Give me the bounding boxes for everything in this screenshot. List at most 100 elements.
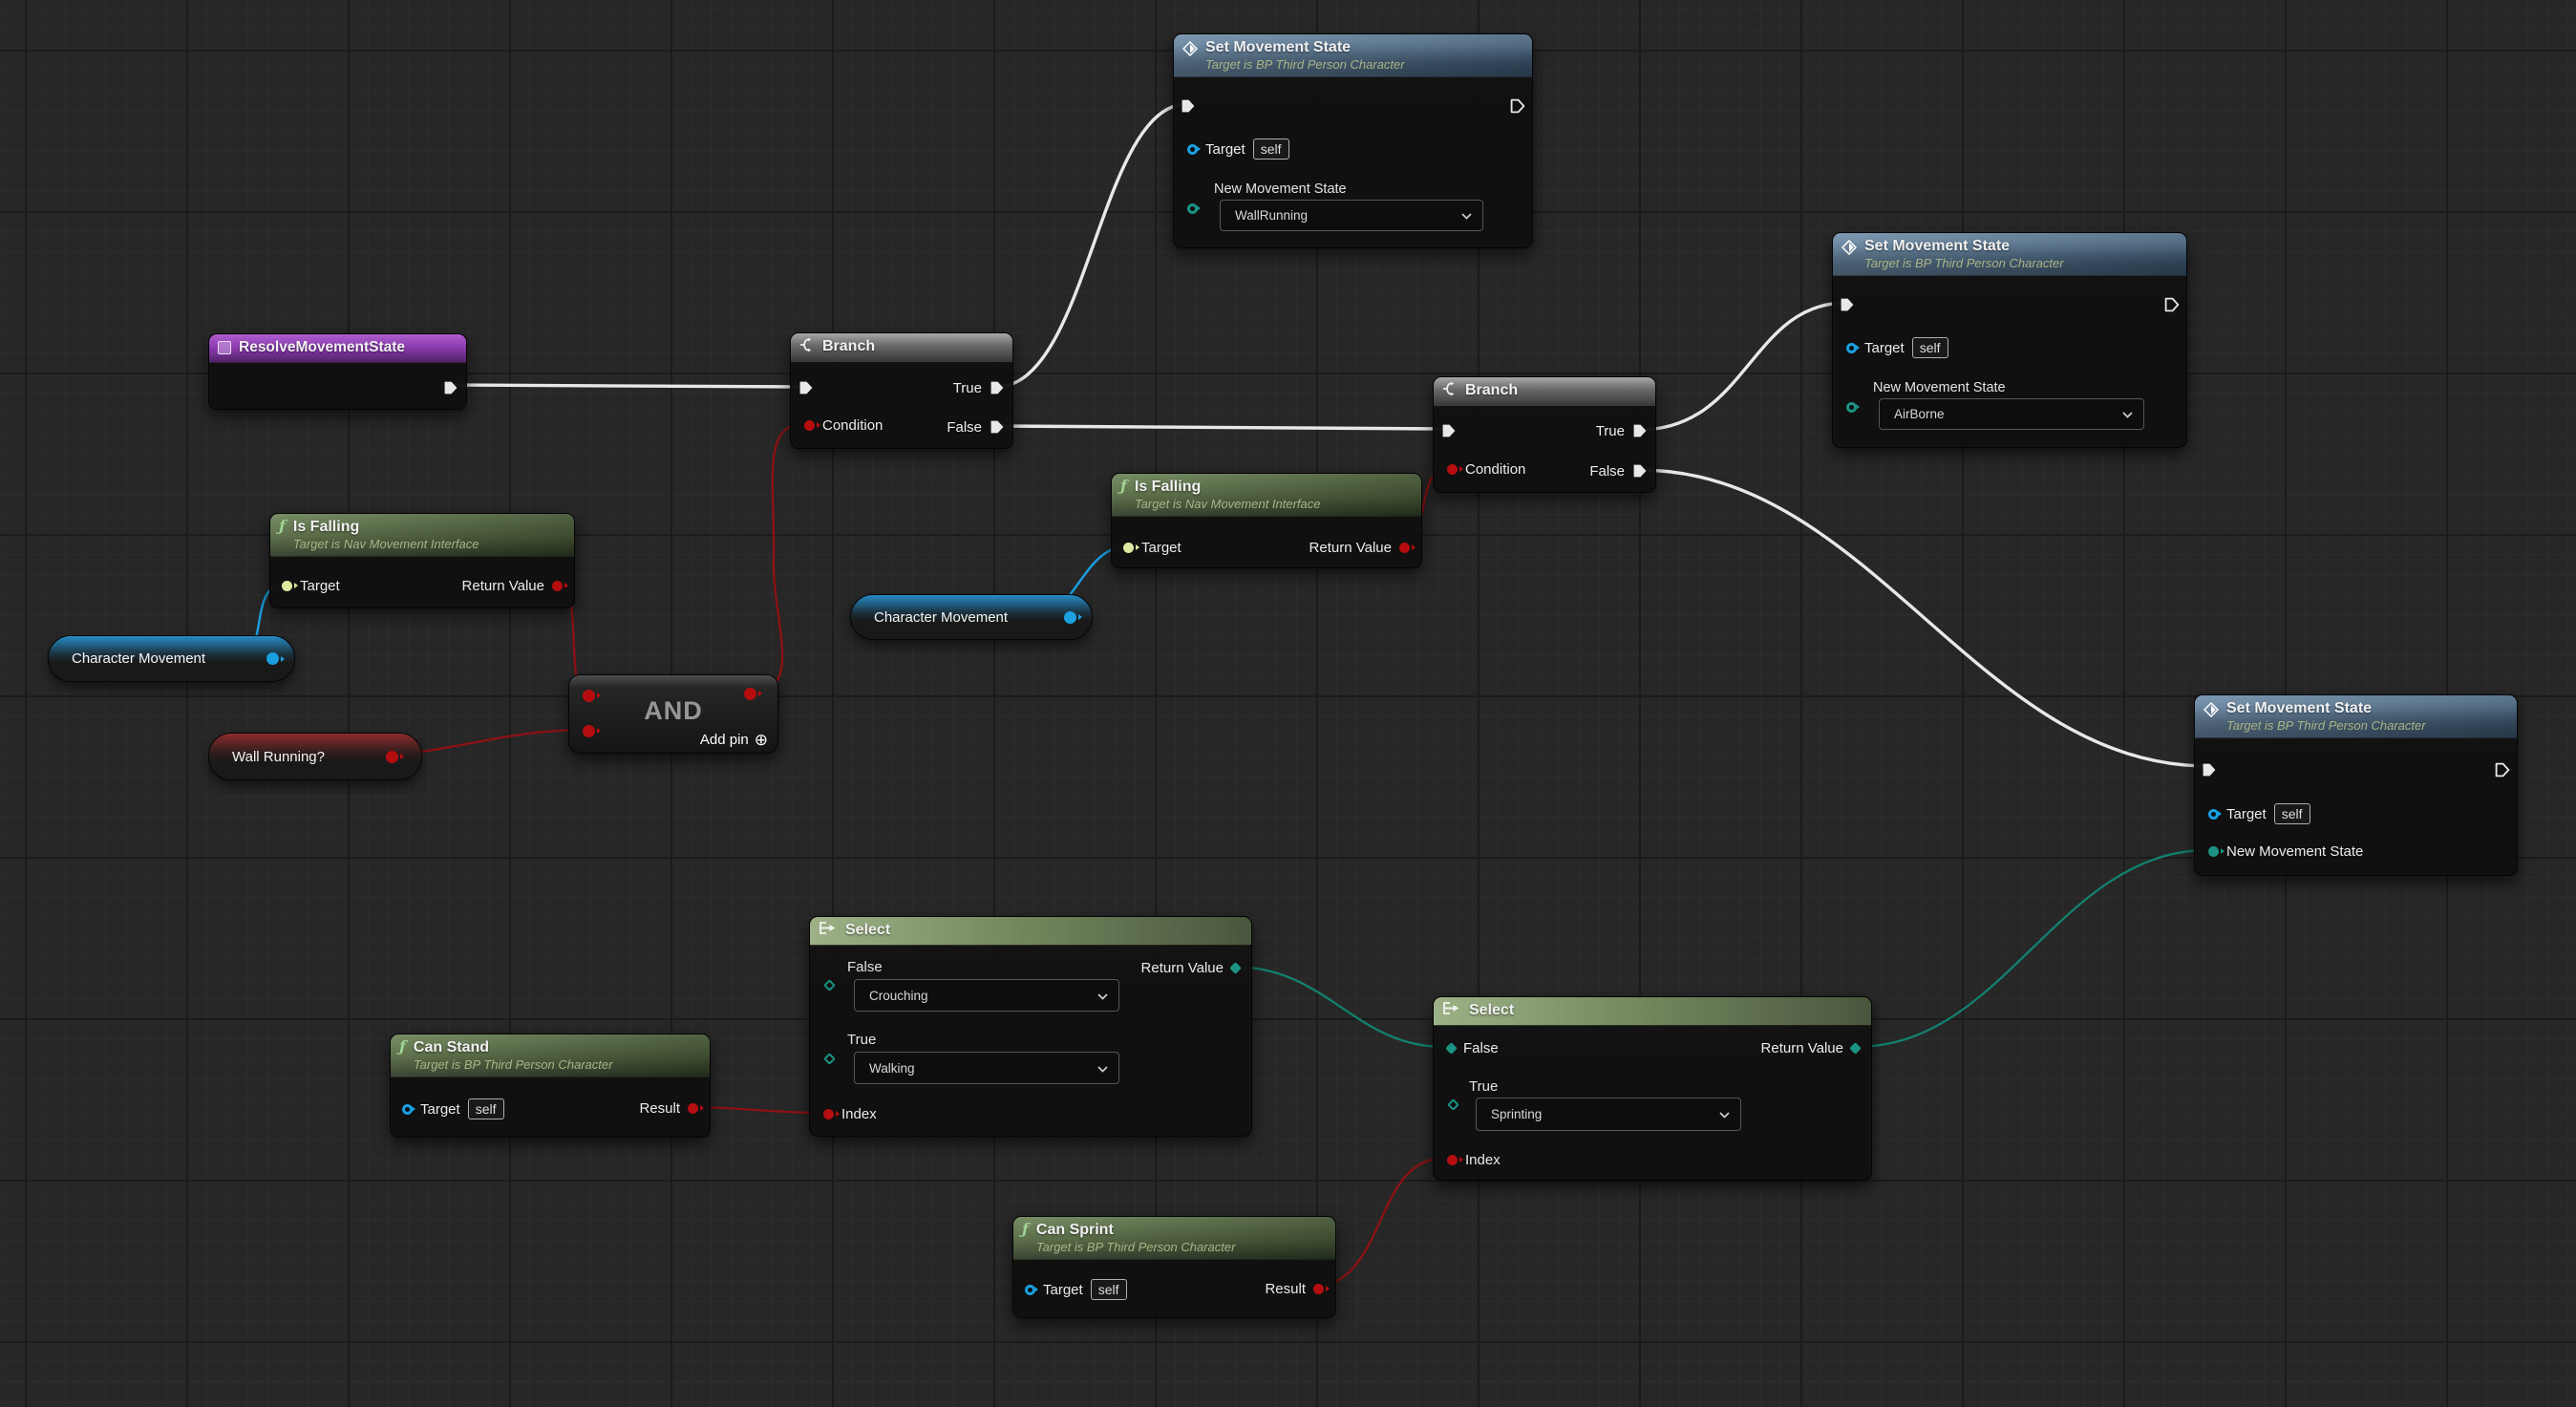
- enum-pin-row[interactable]: [1846, 396, 1857, 417]
- movement-state-dropdown[interactable]: AirBorne: [1879, 398, 2144, 430]
- exec-input-pin[interactable]: [1181, 96, 1196, 117]
- condition-pin-row[interactable]: Condition: [804, 415, 883, 436]
- output-pin[interactable]: [1064, 610, 1076, 624]
- self-reference[interactable]: self: [467, 1098, 504, 1119]
- condition-pin[interactable]: [804, 419, 815, 431]
- true-pin[interactable]: [1447, 1094, 1459, 1115]
- return-value-row[interactable]: Return Value: [462, 575, 563, 596]
- true-pin[interactable]: [823, 1048, 836, 1069]
- wire-bool-and-to-branch1-condition: [753, 422, 805, 694]
- self-reference[interactable]: self: [1252, 139, 1289, 160]
- node-is-falling-2[interactable]: ƒ Is Falling Target is Nav Movement Inte…: [1111, 473, 1422, 568]
- add-pin-button[interactable]: Add pin ⊕: [700, 732, 768, 748]
- output-pin[interactable]: [386, 750, 398, 763]
- node-can-sprint[interactable]: ƒ Can Sprint Target is BP Third Person C…: [1012, 1216, 1336, 1318]
- result-pin[interactable]: [1313, 1283, 1324, 1294]
- return-value-row[interactable]: Return Value: [1761, 1037, 1862, 1058]
- false-pin-row[interactable]: False: [1445, 1037, 1499, 1058]
- false-pin[interactable]: [1445, 1041, 1458, 1055]
- target-pin-row[interactable]: Target: [282, 575, 340, 596]
- target-pin-row[interactable]: Target self: [402, 1098, 504, 1119]
- true-option-dropdown[interactable]: Sprinting: [1476, 1098, 1741, 1131]
- node-character-movement-1[interactable]: Character Movement: [48, 635, 295, 682]
- exec-output-pin[interactable]: [443, 377, 458, 398]
- return-value-row[interactable]: Return Value: [1141, 957, 1242, 978]
- index-pin-row[interactable]: Index: [1447, 1149, 1501, 1170]
- exec-input-pin[interactable]: [1441, 420, 1457, 441]
- true-exec-row[interactable]: True: [953, 377, 1005, 398]
- condition-pin-row[interactable]: Condition: [1447, 458, 1525, 480]
- and-output-pin[interactable]: [744, 683, 756, 704]
- enum-pin-row[interactable]: New Movement State: [2208, 841, 2363, 862]
- target-pin[interactable]: [2208, 808, 2219, 820]
- target-pin-row[interactable]: Target self: [1025, 1279, 1127, 1300]
- result-pin[interactable]: [688, 1102, 698, 1114]
- target-pin-row[interactable]: Target: [1123, 537, 1182, 558]
- node-select-1[interactable]: Select False Crouching True Walking Inde…: [809, 916, 1252, 1137]
- false-exec-row[interactable]: False: [1589, 460, 1648, 481]
- false-pin[interactable]: [823, 974, 836, 995]
- node-is-falling-1[interactable]: ƒ Is Falling Target is Nav Movement Inte…: [269, 513, 575, 608]
- and-input-pin-1[interactable]: [583, 685, 595, 706]
- new-movement-state-pin[interactable]: [1846, 401, 1857, 413]
- node-and-gate[interactable]: AND Add pin ⊕: [568, 674, 778, 754]
- return-value-pin[interactable]: [1399, 542, 1410, 553]
- false-exec-pin[interactable]: [1632, 463, 1648, 479]
- true-exec-pin[interactable]: [1632, 423, 1648, 438]
- enum-pin-row[interactable]: [1187, 198, 1198, 219]
- node-resolve-movement-state[interactable]: ResolveMovementState: [208, 333, 467, 410]
- true-exec-row[interactable]: True: [1596, 420, 1648, 441]
- return-value-pin[interactable]: [1229, 961, 1242, 974]
- target-pin-row[interactable]: Target self: [1846, 337, 1948, 358]
- result-row[interactable]: Result: [639, 1098, 698, 1119]
- target-pin[interactable]: [402, 1103, 413, 1115]
- exec-input-pin[interactable]: [798, 377, 814, 398]
- result-row[interactable]: Result: [1265, 1278, 1324, 1299]
- node-set-movement-state-2[interactable]: Set Movement State Target is BP Third Pe…: [1832, 232, 2187, 448]
- return-value-pin[interactable]: [1849, 1041, 1862, 1055]
- target-pin[interactable]: [1123, 542, 1134, 553]
- true-option-label: True: [847, 1032, 877, 1048]
- and-input-pin-2[interactable]: [583, 720, 595, 741]
- return-value-row[interactable]: Return Value: [1309, 537, 1410, 558]
- node-set-movement-state-3[interactable]: Set Movement State Target is BP Third Pe…: [2194, 694, 2518, 876]
- index-pin[interactable]: [1447, 1154, 1458, 1165]
- false-exec-pin[interactable]: [990, 419, 1005, 435]
- node-set-movement-state-1[interactable]: Set Movement State Target is BP Third Pe…: [1173, 33, 1533, 248]
- node-title: Branch: [822, 338, 876, 354]
- node-can-stand[interactable]: ƒ Can Stand Target is BP Third Person Ch…: [390, 1034, 711, 1138]
- false-option-dropdown[interactable]: Crouching: [854, 979, 1119, 1012]
- node-character-movement-2[interactable]: Character Movement: [850, 594, 1093, 640]
- index-pin-row[interactable]: Index: [823, 1103, 877, 1124]
- node-select-2[interactable]: Select False True Sprinting Index Return…: [1433, 996, 1872, 1181]
- new-movement-state-pin[interactable]: [1187, 203, 1198, 214]
- target-pin[interactable]: [282, 580, 292, 591]
- node-branch-1[interactable]: Branch Condition True False: [790, 332, 1013, 449]
- target-pin[interactable]: [1025, 1284, 1035, 1295]
- false-exec-row[interactable]: False: [947, 416, 1005, 437]
- node-branch-2[interactable]: Branch Condition True False: [1433, 376, 1656, 493]
- exec-output-pin[interactable]: [1510, 96, 1525, 117]
- true-exec-pin[interactable]: [990, 380, 1005, 395]
- condition-pin[interactable]: [1447, 463, 1458, 475]
- index-pin[interactable]: [823, 1108, 834, 1119]
- self-reference[interactable]: self: [1090, 1279, 1127, 1300]
- true-option-dropdown[interactable]: Walking: [854, 1052, 1119, 1084]
- new-movement-state-pin[interactable]: [2208, 845, 2219, 857]
- target-pin[interactable]: [1846, 342, 1857, 353]
- exec-input-pin[interactable]: [2202, 759, 2217, 780]
- target-pin[interactable]: [1187, 143, 1198, 155]
- node-header: Select: [1434, 997, 1871, 1026]
- return-value-pin[interactable]: [552, 580, 563, 591]
- movement-state-dropdown[interactable]: WallRunning: [1220, 200, 1483, 231]
- output-pin[interactable]: [266, 652, 279, 665]
- exec-input-pin[interactable]: [1840, 294, 1855, 315]
- exec-output-pin[interactable]: [2164, 294, 2180, 315]
- node-wall-running[interactable]: Wall Running?: [208, 733, 422, 780]
- target-pin-row[interactable]: Target self: [1187, 139, 1289, 160]
- exec-output-pin[interactable]: [2495, 759, 2510, 780]
- self-reference[interactable]: self: [1911, 337, 1948, 358]
- self-reference[interactable]: self: [2273, 803, 2310, 824]
- target-pin-row[interactable]: Target self: [2208, 803, 2310, 824]
